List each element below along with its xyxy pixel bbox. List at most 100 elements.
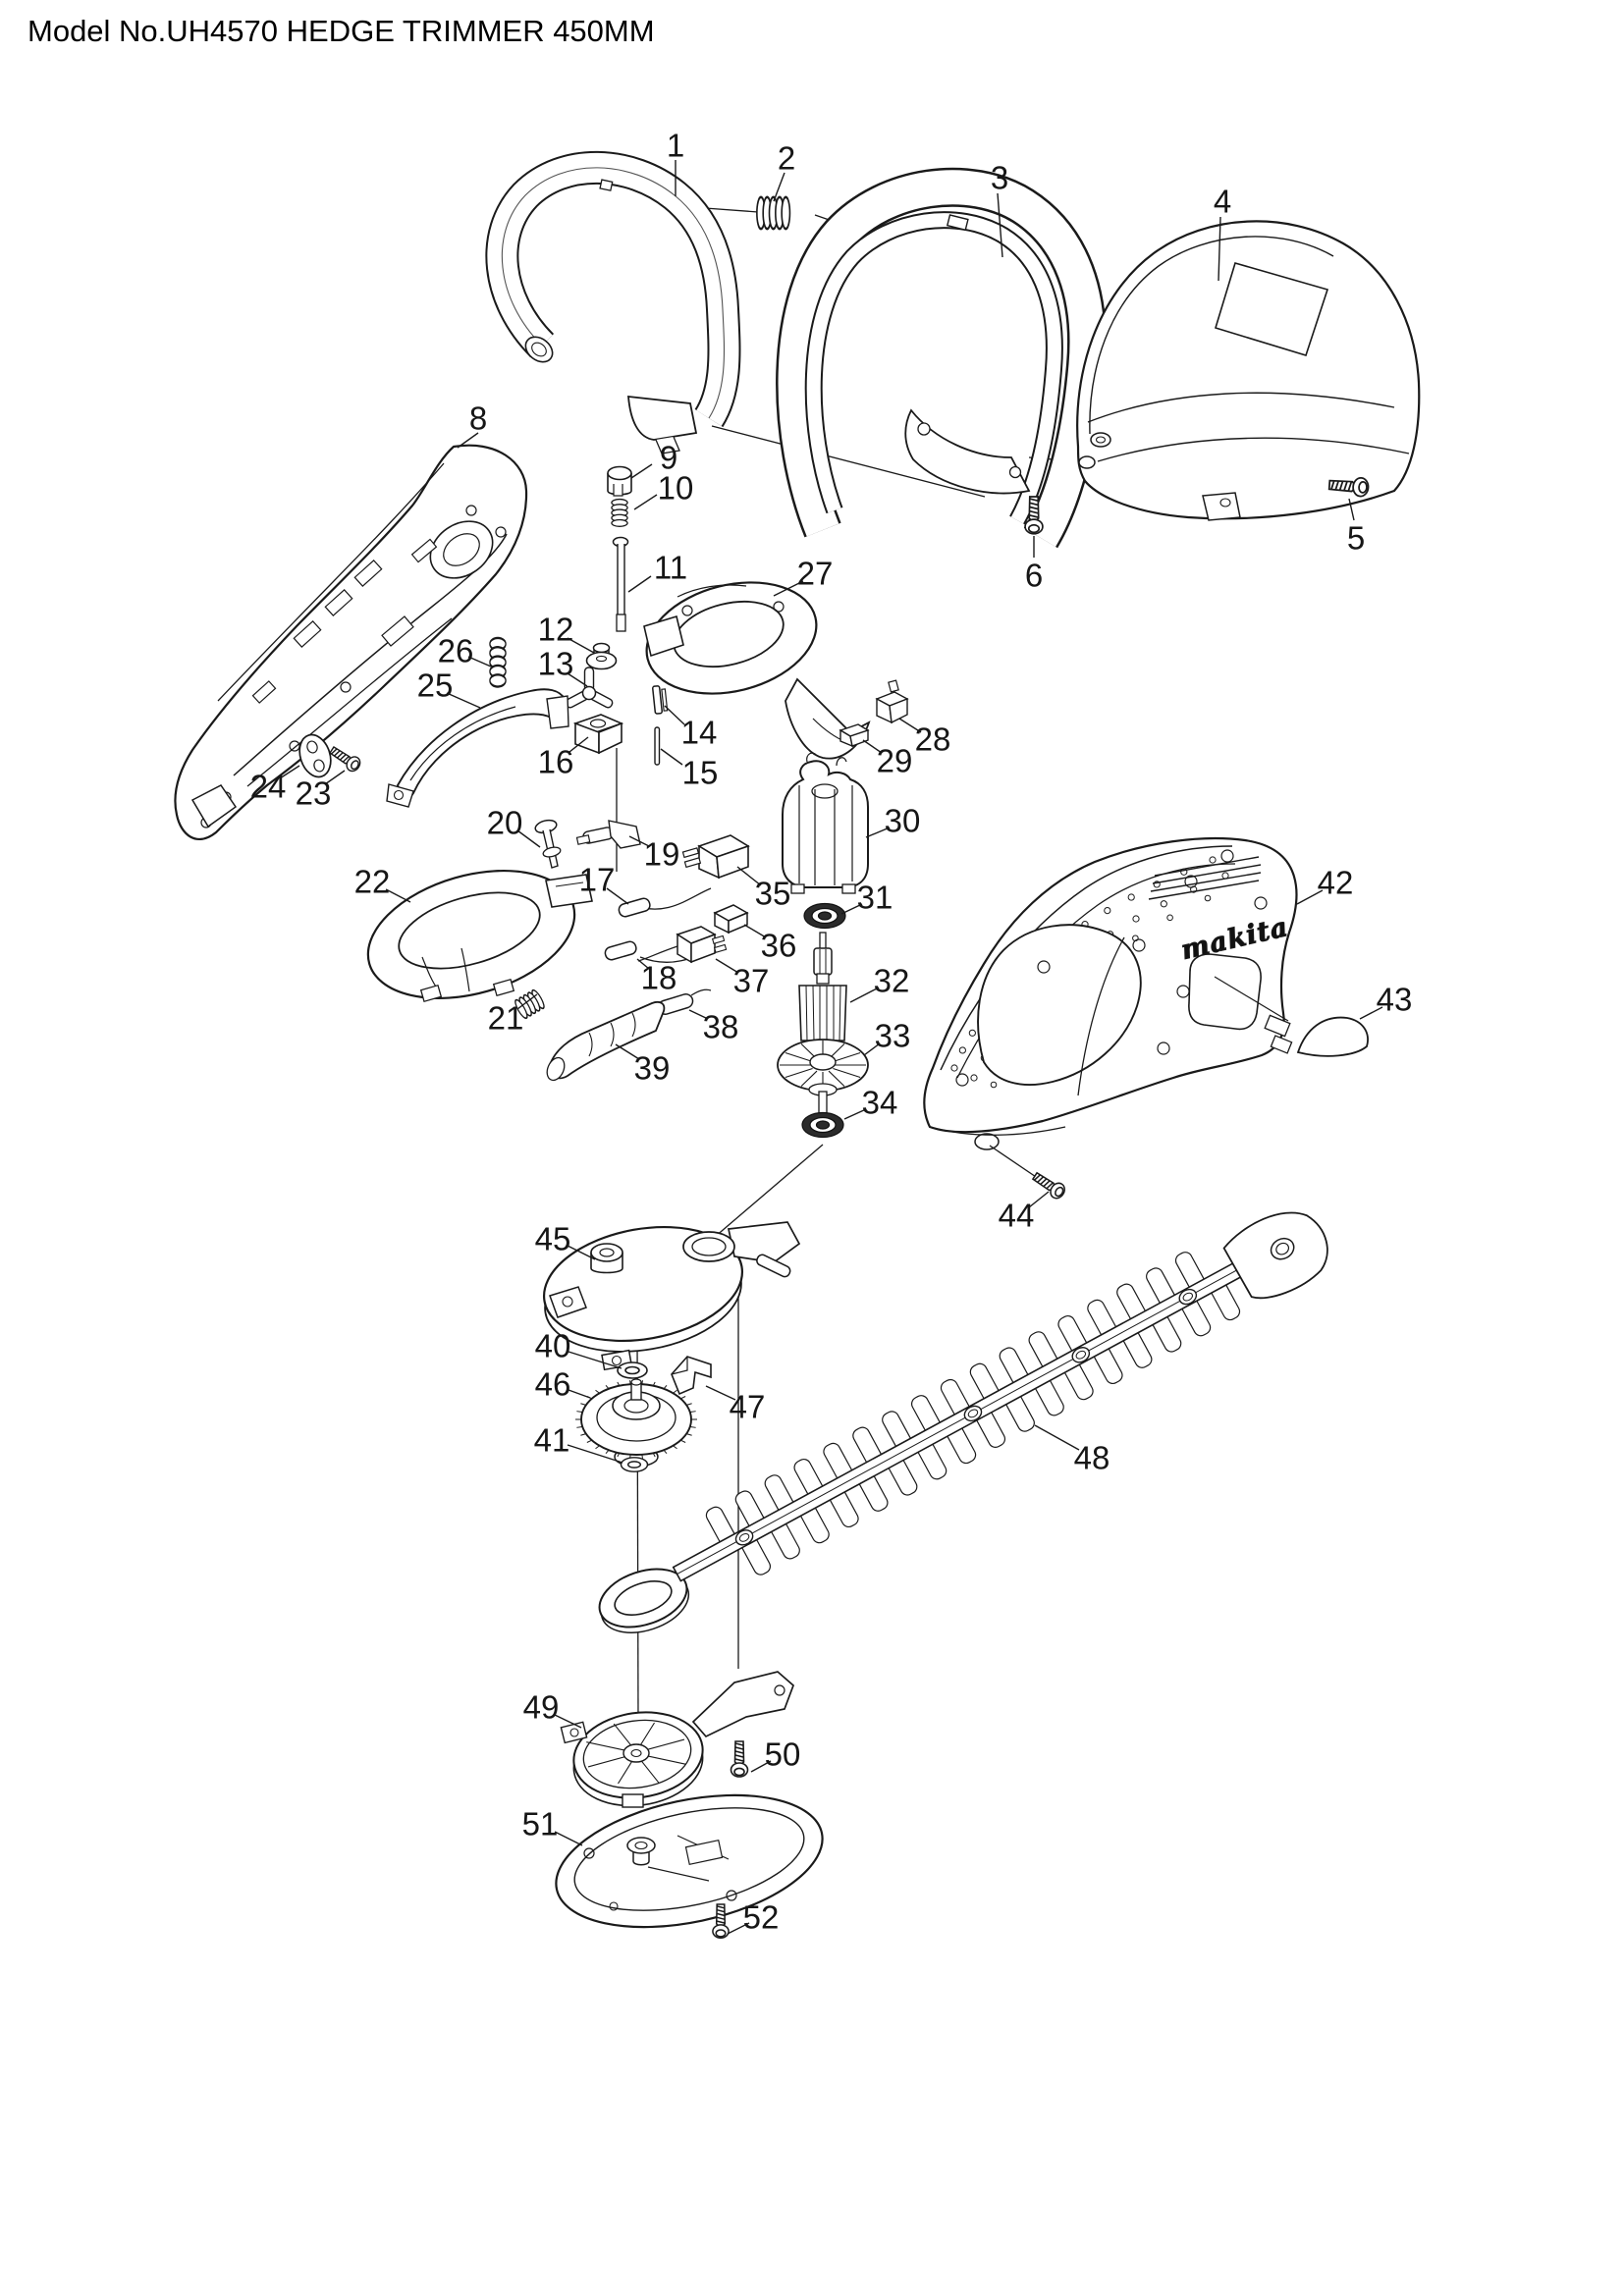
leader-line-5 (1348, 498, 1355, 521)
part-41-washer-drawing (620, 1457, 649, 1472)
part-label-2: 2 (778, 140, 795, 177)
part-label-35: 35 (755, 876, 791, 912)
part-label-42: 42 (1318, 865, 1354, 901)
part-8-motor-housing-drawing (174, 444, 528, 840)
part-label-47: 47 (730, 1389, 766, 1425)
part-label-25: 25 (417, 667, 454, 704)
part-label-34: 34 (862, 1085, 898, 1121)
leader-line-28 (898, 718, 922, 733)
leader-line-48 (1034, 1424, 1080, 1451)
leader-line-15 (660, 748, 683, 766)
part-label-46: 46 (535, 1366, 571, 1403)
leader-line-17 (606, 887, 629, 905)
part-11-rod-drawing (612, 536, 629, 632)
part-label-6: 6 (1025, 558, 1043, 594)
part-label-26: 26 (438, 633, 474, 669)
part-label-50: 50 (765, 1736, 801, 1773)
part-label-28: 28 (915, 721, 951, 758)
leader-line-41 (567, 1444, 623, 1464)
leader-line-46 (568, 1389, 591, 1399)
leader-line-24 (279, 765, 300, 779)
leader-line-16 (568, 736, 589, 753)
part-label-16: 16 (538, 744, 574, 780)
leader-line-3 (997, 192, 1003, 258)
part-label-49: 49 (523, 1689, 560, 1726)
part-label-29: 29 (877, 743, 913, 779)
part-label-11: 11 (654, 550, 687, 586)
part-label-21: 21 (488, 1000, 524, 1037)
leader-line-43 (1359, 1006, 1383, 1020)
leader-line-47 (705, 1385, 736, 1401)
part-39-cord-guard-drawing (546, 1000, 666, 1082)
leader-line-37 (715, 958, 739, 974)
part-label-30: 30 (885, 803, 921, 839)
part-47-clamp-drawing (671, 1356, 712, 1396)
leader-line-22 (385, 888, 411, 903)
part-24-button-drawing (298, 733, 332, 778)
part-label-3: 3 (991, 160, 1008, 196)
leader-line-52 (727, 1922, 750, 1935)
part-42-motor-housing-drawing: makita (923, 836, 1298, 1150)
part-10-spring-drawing (611, 498, 628, 527)
part-label-52: 52 (743, 1899, 780, 1936)
part-31-ball-bearing-drawing (803, 902, 846, 930)
leader-line-19 (628, 835, 650, 847)
part-label-37: 37 (733, 963, 770, 999)
part-label-38: 38 (703, 1009, 739, 1045)
part-label-44: 44 (999, 1198, 1035, 1234)
part-43-nose-cover-drawing (1296, 1016, 1369, 1057)
leader-line-13 (567, 672, 588, 687)
part-label-10: 10 (658, 470, 694, 507)
page-title: Model No.UH4570 HEDGE TRIMMER 450MM (27, 14, 655, 48)
part-26-spring-drawing (488, 636, 508, 688)
part-50-screw-drawing (730, 1740, 749, 1778)
leader-line-33 (863, 1042, 881, 1056)
part-44-screw-drawing (1029, 1168, 1068, 1202)
leader-line-36 (743, 924, 767, 938)
part-label-43: 43 (1377, 982, 1413, 1018)
part-19-lever-assembly-drawing (575, 820, 641, 849)
part-label-48: 48 (1074, 1440, 1110, 1476)
part-label-23: 23 (296, 775, 332, 812)
part-12-sleeve-drawing (585, 642, 618, 670)
leader-line-38 (688, 1009, 709, 1020)
part-37-connector-drawing (637, 926, 728, 964)
part-label-36: 36 (761, 928, 797, 964)
part-17-cord-anchor-drawing (618, 897, 651, 918)
part-25-lock-lever-drawing (386, 688, 569, 808)
part-49-cam-plate-drawing (560, 1671, 795, 1808)
part-20-trigger-pin-drawing (534, 819, 562, 869)
part-34-ball-bearing-drawing (801, 1111, 844, 1139)
part-label-40: 40 (535, 1328, 571, 1364)
part-22-handle-lower-drawing (366, 869, 593, 1003)
leader-line-9 (630, 463, 653, 479)
part-label-31: 31 (857, 880, 893, 916)
leader-line-18 (636, 958, 650, 970)
part-2-spring-drawing (755, 195, 791, 231)
part-label-18: 18 (641, 960, 677, 996)
part-label-33: 33 (875, 1018, 911, 1054)
part-label-15: 15 (682, 755, 719, 791)
part-27-bearing-box-drawing (643, 581, 871, 760)
part-label-39: 39 (634, 1050, 671, 1087)
part-51-under-cover-drawing (555, 1793, 824, 1929)
part-label-24: 24 (250, 769, 287, 805)
part-28-brush-holder-drawing (875, 679, 909, 724)
leader-line-25 (446, 692, 481, 709)
part-30-field-drawing (782, 752, 869, 894)
leader-line-32 (849, 987, 880, 1003)
part-48-shear-blade-drawing (598, 1211, 1328, 1633)
part-40-washer-drawing (617, 1362, 648, 1379)
leader-line-23 (324, 770, 346, 785)
leader-line-20 (516, 829, 541, 848)
part-label-12: 12 (538, 612, 574, 648)
leader-line-39 (615, 1043, 640, 1060)
part-label-1: 1 (667, 128, 684, 164)
part-label-41: 41 (534, 1422, 570, 1459)
leader-line-34 (843, 1108, 867, 1120)
part-9-stopper-cap-drawing (607, 465, 632, 497)
part-15-thin-rod-drawing (654, 726, 661, 766)
part-label-8: 8 (469, 400, 487, 437)
